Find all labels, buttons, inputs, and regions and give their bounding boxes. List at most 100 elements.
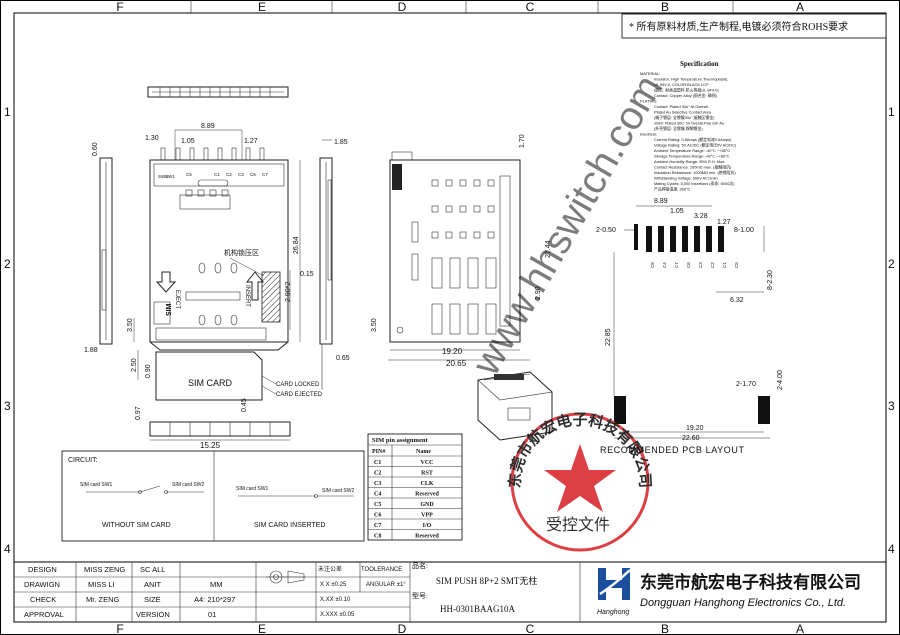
spec-line: Insulation Resistance: 1000MΩ min. (绝缘阻抗…	[654, 170, 736, 175]
tb-product-value: SIM PUSH 8P+2 SMT无柱	[436, 575, 537, 586]
grid-numbers: 1 2 3 4 1 2 3 4	[4, 105, 895, 556]
pin-label: SW2	[158, 174, 168, 179]
tb-tolerance-label: TOOLERANCE	[361, 567, 402, 573]
pin-table-cell: C6	[374, 513, 381, 519]
tb-angular: ANGULAR ±1°	[366, 582, 406, 588]
spec-line: MATERIAL:	[640, 71, 660, 76]
eject-label: EJECT	[174, 290, 180, 309]
grid-number: 3	[888, 399, 895, 413]
grid-letter: E	[258, 622, 266, 635]
tb-unit-value: MM	[210, 580, 223, 589]
spec-line: (外壳镀层: 全镀镍,焊脚镀金)	[654, 126, 703, 131]
tb-drawing-label: DRAWIGN	[24, 580, 60, 589]
spec-line: Contact: Copper Alloy (铜合金: 磷铜)	[654, 93, 718, 98]
spec-line: Current Rating: 0.5Amps (额定电流0.5Amps)	[654, 137, 732, 142]
spec-block: Specification MATERIAL:Insulator: High T…	[640, 60, 737, 192]
top-rail-teeth	[159, 87, 271, 97]
tb-scale-label: SC ALL	[140, 565, 165, 574]
pcb-pin: C1	[722, 262, 727, 268]
dim-shell: 0.45	[241, 398, 248, 412]
grid-letter: B	[661, 0, 669, 14]
pin-label: C1	[214, 172, 220, 177]
sim-card-label: SIM CARD	[188, 378, 233, 388]
pin-label: C5	[186, 172, 192, 177]
grid-number: 1	[888, 105, 895, 119]
pin-table-title: SIM pin assignment	[372, 437, 428, 444]
grid-letter: F	[116, 622, 123, 635]
pin-label: C3	[238, 172, 244, 177]
rohs-note-box	[621, 13, 887, 39]
company-cn: 东莞市航宏电子科技有限公司	[640, 572, 861, 592]
pcb-pin: C3	[698, 262, 703, 268]
spec-line: Voltage Rating: 5V AC/DC (额定电压5V AC/DC)	[654, 143, 737, 148]
pin-table-header: PIN#	[372, 449, 385, 455]
tb-model-value: HH-0301BAAG10A	[440, 604, 515, 614]
pin-table-cell: C7	[374, 523, 381, 529]
pcb-pin: C7	[674, 262, 679, 268]
tb-size-value: A4: 210*297	[194, 595, 235, 604]
insert-label: INSERT	[244, 285, 250, 307]
tb-tol2: X.XX ±0.10	[320, 597, 351, 603]
pin-table-cell: RST	[421, 471, 433, 477]
dim-front-width: 8.89	[201, 123, 215, 130]
grid-letter: D	[398, 622, 407, 635]
circuit-sw1b: SIM card SW1	[236, 486, 268, 492]
spec-line: Ambient Temperature Range: -40°C ~+85°C	[654, 148, 730, 153]
dim-pcb-3-28: 3.28	[694, 213, 708, 220]
grid-letter: F	[116, 0, 123, 14]
pin-table-header: Name	[416, 449, 431, 455]
pin-table-cell: VPP	[421, 513, 433, 519]
insert-arrow-icon	[245, 271, 265, 301]
pin-table-cell: C8	[374, 534, 381, 540]
pcb-pin: C2	[710, 262, 715, 268]
spec-line: Storage Temperature Range: -40°C ~+85°C	[654, 154, 730, 159]
dim-card-in: 2.50	[131, 358, 138, 372]
spec-line: UL 94V-0, COLOR:BLACK LCP	[654, 82, 709, 87]
front-top-pins	[160, 147, 265, 161]
pcb-pin-labels: C8 C4 C7 C6 C3 C2 C1 C5	[650, 262, 739, 268]
stamp-star-icon	[544, 444, 616, 512]
card-ejected-label: CARD EJECTED	[276, 392, 323, 398]
dim-pcb-pad-len: 8-2.30	[767, 270, 774, 290]
pin-table-cell: C3	[374, 481, 381, 487]
pin-table-cell: CLK	[420, 481, 433, 487]
dim-back-lip: 3.50	[371, 318, 378, 332]
dim-eject: 2.90*2	[285, 282, 292, 302]
dim-card-ext: 0.97	[135, 406, 142, 420]
pin-table-cell: C5	[374, 502, 381, 508]
dim-front-left: 1.30	[145, 135, 159, 142]
grid-number: 4	[888, 542, 895, 556]
grid-letter: B	[661, 622, 669, 635]
spec-line: (胶芯: 耐高温塑料,防火等级UL 94V-0)	[654, 88, 719, 93]
pcb-layout: 8.89 1.05 3.28 1.27 2-0.50 8-1.00 C8 C4 …	[596, 198, 784, 455]
dim-pcb-left-pad: 2-0.50	[596, 227, 616, 234]
lock-hatch-area	[261, 271, 281, 323]
spec-line: Contact Resistance: 100mΩ max. (接触阻抗)	[654, 165, 732, 170]
grid-letter: C	[526, 0, 535, 14]
spec-line: PLATING:	[640, 99, 657, 104]
grid-number: 2	[4, 257, 11, 271]
spec-line: Ambient Humidity Range: 95% R.H. Max.	[654, 159, 725, 164]
front-view: 8.89 1.30 1.05 1.27 SW2 SW1 C5 C1 C2 C3 …	[127, 86, 323, 450]
dim-front-lip: 3.50	[127, 318, 134, 332]
circuit-sw2: SIM card SW2	[172, 482, 204, 488]
dim-front-height: 26.84	[293, 236, 300, 254]
dim-pcb-right-pad: 8-1.00	[734, 227, 754, 234]
grid-number: 4	[4, 542, 11, 556]
right-side-view: 1.85 0.15 0.65	[300, 139, 350, 390]
dim-side-left-top: 0.60	[92, 142, 99, 156]
tb-drawing-value: MISS LI	[88, 580, 115, 589]
grid-letters-bottom: F E D C B A	[116, 622, 804, 635]
dim-pcb-pitch: 1.05	[670, 208, 684, 215]
spec-line: Electrical:	[640, 132, 657, 137]
dim-side-left-bottom: 1.88	[84, 347, 98, 354]
pin-table-cell: C4	[374, 492, 381, 498]
tb-size-label: SIZE	[144, 595, 161, 604]
card-locked-label: CARD LOCKED	[276, 382, 320, 388]
rohs-note: * 所有原料材质,生产制程,电镀必须符合ROHS要求	[629, 20, 848, 33]
pin-table-cell: Reserved	[415, 534, 439, 540]
tb-product-label: 品名:	[412, 561, 428, 570]
spec-line: Withstanding Voltage: 500V AC/1min.	[654, 176, 719, 181]
tb-tolerance-note: 未注公差	[318, 565, 342, 573]
dim-back-width: 19.20	[442, 347, 463, 356]
